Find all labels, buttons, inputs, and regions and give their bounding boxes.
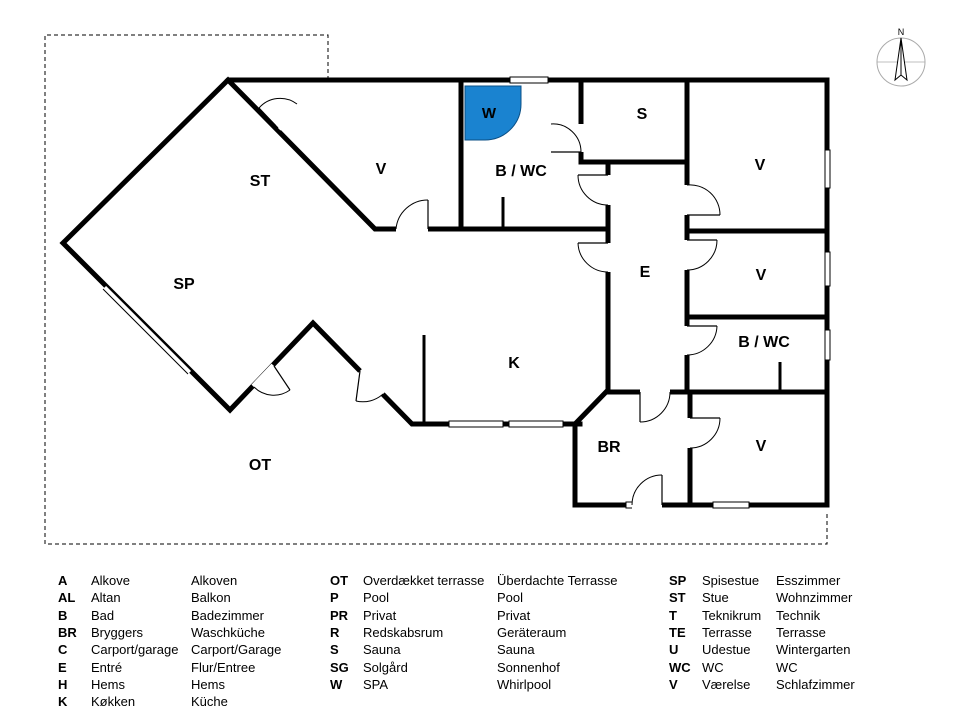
legend-german: Balkon bbox=[191, 590, 231, 606]
legend-abbreviation: OT bbox=[330, 573, 349, 588]
legend-abbreviation: BR bbox=[58, 624, 77, 640]
legend-abbreviation: T bbox=[669, 607, 677, 623]
legend-german: Sonnenhof bbox=[497, 659, 560, 675]
legend-german: Flur/Entree bbox=[191, 659, 256, 675]
legend-danish: Bryggers bbox=[91, 624, 144, 640]
room-label-bwc2: B / WC bbox=[738, 334, 790, 351]
legend-german: Waschküche bbox=[191, 624, 265, 640]
legend-abbreviation: U bbox=[669, 642, 679, 658]
legend-danish: Alkove bbox=[91, 573, 131, 588]
legend-abbreviation: SG bbox=[330, 659, 349, 675]
legend-german: Hems bbox=[191, 676, 225, 692]
terrace-outline bbox=[44, 34, 828, 545]
room-label-v3: V bbox=[756, 267, 767, 284]
legend-abbreviation: ST bbox=[669, 590, 686, 606]
legend-danish: WC bbox=[702, 659, 724, 675]
room-label-k: K bbox=[508, 355, 520, 372]
legend-german: Schlafzimmer bbox=[776, 676, 855, 692]
legend-danish: Spisestue bbox=[702, 573, 760, 588]
legend-abbreviation: P bbox=[330, 590, 339, 606]
legend-german: Pool bbox=[497, 590, 524, 606]
legend-abbreviation: C bbox=[58, 642, 68, 658]
room-label-v1: V bbox=[376, 161, 387, 178]
legend-danish: Hems bbox=[91, 676, 125, 692]
legend-danish: Redskabsrum bbox=[363, 624, 444, 640]
room-label-st: ST bbox=[250, 173, 271, 190]
legend-danish: Pool bbox=[363, 590, 390, 606]
legend-danish: Udestue bbox=[702, 642, 751, 658]
legend-abbreviation: E bbox=[58, 659, 67, 675]
legend-abbreviation: WC bbox=[669, 659, 691, 675]
legend-abbreviation: AL bbox=[58, 590, 76, 606]
interior-walls bbox=[422, 77, 830, 508]
legend-german: Carport/Garage bbox=[191, 642, 282, 658]
room-label-br: BR bbox=[597, 439, 621, 456]
legend-german: Badezimmer bbox=[191, 607, 264, 623]
room-labels: ST SP V W B / WC S V E V B / WC K BR V O… bbox=[173, 105, 790, 474]
legend-german: WC bbox=[776, 659, 798, 675]
legend-german: Überdachte Terrasse bbox=[497, 573, 618, 588]
legend-german: Wohnzimmer bbox=[776, 590, 853, 606]
legend-danish: Terrasse bbox=[702, 624, 752, 640]
legend-german: Esszimmer bbox=[776, 573, 841, 588]
legend-danish: Altan bbox=[91, 590, 121, 606]
legend-danish: Privat bbox=[363, 607, 397, 623]
legend-danish: Entré bbox=[91, 659, 123, 675]
compass-north-label: N bbox=[898, 27, 905, 37]
windows bbox=[102, 76, 831, 509]
legend-danish: Teknikrum bbox=[702, 607, 762, 623]
legend-abbreviation: TE bbox=[669, 624, 686, 640]
legend-german: Terrasse bbox=[776, 624, 826, 640]
floor-plan: ST SP V W B / WC S V E V B / WC K BR V O… bbox=[44, 27, 926, 545]
legend-german: Privat bbox=[497, 607, 531, 623]
legend-german: Wintergarten bbox=[776, 642, 851, 658]
legend-danish: Carport/garage bbox=[91, 642, 179, 658]
legend-german: Alkoven bbox=[191, 573, 238, 588]
legend-danish: Overdækket terrasse bbox=[363, 573, 485, 588]
legend-german: Whirlpool bbox=[497, 676, 552, 692]
legend-danish: Solgård bbox=[363, 659, 408, 675]
legend-danish: Bad bbox=[91, 607, 115, 623]
legend-abbreviation: V bbox=[669, 676, 678, 692]
compass-icon: N bbox=[876, 27, 926, 87]
legend-abbreviation: K bbox=[58, 694, 68, 710]
legend-danish: Stue bbox=[702, 590, 729, 606]
legend-danish: SPA bbox=[363, 676, 389, 692]
room-label-v2: V bbox=[755, 157, 766, 174]
legend-danish: Køkken bbox=[91, 694, 136, 710]
room-label-w: W bbox=[482, 105, 497, 122]
legend-abbreviation: B bbox=[58, 607, 68, 623]
legend-abbreviation: S bbox=[330, 642, 339, 658]
room-label-s: S bbox=[637, 106, 648, 123]
room-label-sp: SP bbox=[173, 276, 195, 293]
legend-abbreviation: PR bbox=[330, 607, 349, 623]
legend-german: Sauna bbox=[497, 642, 535, 658]
legend-danish: Værelse bbox=[702, 676, 751, 692]
spa-whirlpool bbox=[464, 85, 522, 141]
legend-german: Geräteraum bbox=[497, 624, 567, 640]
exterior-walls bbox=[59, 76, 830, 508]
room-label-ot: OT bbox=[249, 457, 271, 474]
legend-abbreviation: R bbox=[330, 624, 340, 640]
room-label-v4: V bbox=[756, 438, 767, 455]
doors bbox=[251, 82, 721, 509]
room-label-bwc1: B / WC bbox=[495, 163, 547, 180]
room-label-e: E bbox=[640, 264, 651, 281]
legend-danish: Sauna bbox=[363, 642, 401, 658]
legend-abbreviation: A bbox=[58, 573, 68, 588]
legend-abbreviation: SP bbox=[669, 573, 687, 588]
legend-abbreviation: W bbox=[330, 676, 343, 692]
legend-german: Küche bbox=[191, 694, 228, 710]
legend-abbreviation: H bbox=[58, 676, 68, 692]
legend-german: Technik bbox=[776, 607, 821, 623]
